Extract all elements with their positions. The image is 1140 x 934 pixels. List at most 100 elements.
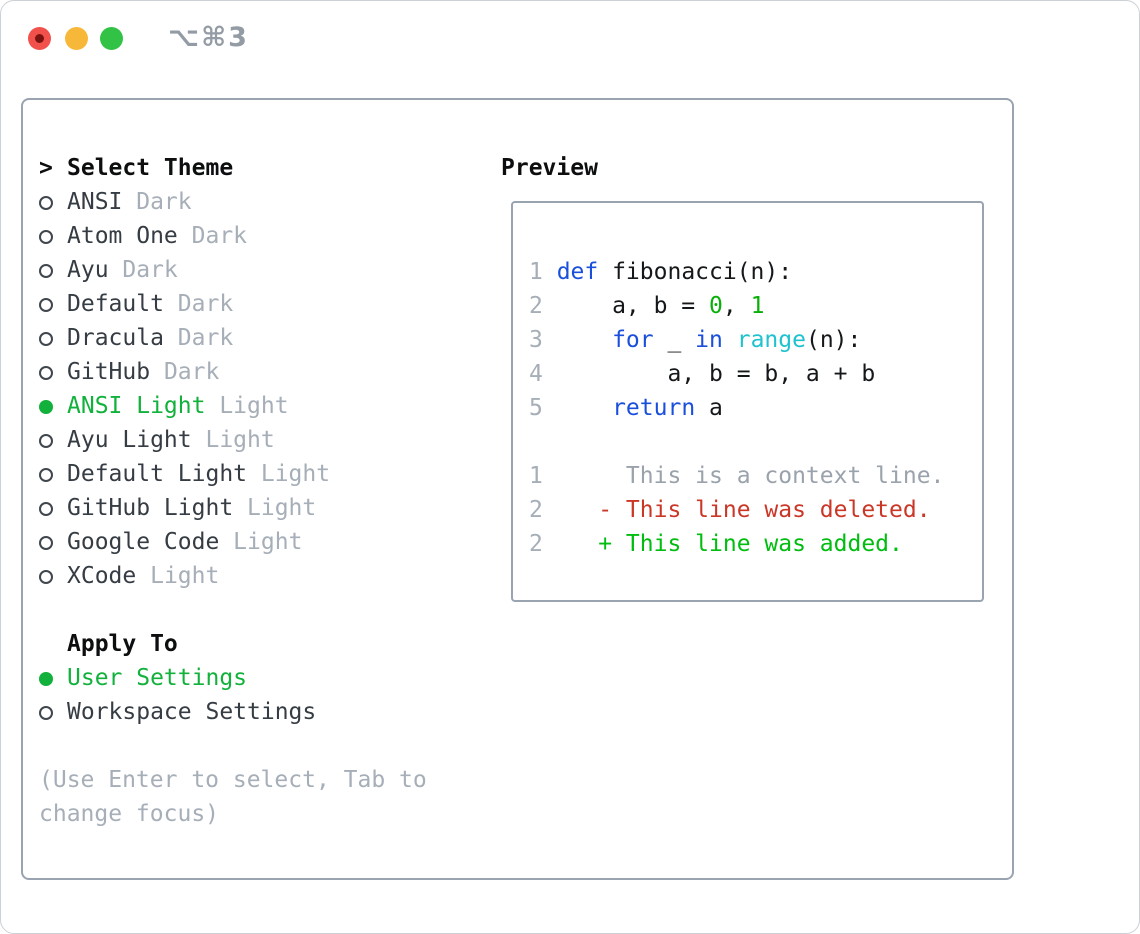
apply-option-user-settings[interactable]: User Settings [39, 661, 479, 695]
theme-variant-label: Light [247, 461, 331, 487]
theme-variant-label: Light [219, 529, 303, 555]
spacer [39, 593, 479, 627]
theme-option-default[interactable]: Default Dark [39, 287, 479, 321]
option-label: Workspace Settings [67, 699, 317, 725]
theme-option-ayu-light[interactable]: Ayu Light Light [39, 423, 479, 457]
theme-option-dracula[interactable]: Dracula Dark [39, 321, 479, 355]
radio-icon [39, 570, 53, 584]
marker-column [39, 525, 67, 559]
option-label: GitHub [67, 359, 151, 385]
marker-column [39, 559, 67, 593]
option-label: Ayu [67, 257, 109, 283]
option-label: Default Light [67, 461, 248, 487]
option-label: User Settings [67, 665, 248, 691]
theme-option-default-light[interactable]: Default Light Light [39, 457, 479, 491]
keyboard-shortcut-label: ⌥⌘3 [168, 22, 249, 53]
theme-variant-label: Dark [150, 359, 220, 385]
apply-option-workspace-settings[interactable]: Workspace Settings [39, 695, 479, 729]
radio-selected-icon [39, 672, 53, 686]
radio-icon [39, 298, 53, 312]
code-token-fn: range [736, 327, 806, 353]
code-line: 2 a, b = 0, 1 [529, 289, 982, 323]
line-number: 4 [529, 361, 543, 387]
radio-icon [39, 434, 53, 448]
option-label: XCode [67, 563, 137, 589]
code-token-add: + This line was added. [556, 531, 903, 557]
code-line: 2 - This line was deleted. [529, 493, 982, 527]
code-token-fg: _ [653, 327, 696, 353]
option-label: Atom One [67, 223, 178, 249]
line-number: 2 [529, 531, 543, 557]
radio-icon [39, 502, 53, 516]
theme-option-github-light[interactable]: GitHub Light Light [39, 491, 479, 525]
apply-to-header: Apply To [39, 627, 479, 661]
radio-icon [39, 196, 53, 210]
preview-title: Preview [501, 155, 598, 181]
radio-icon [39, 366, 53, 380]
apply-to-title: Apply To [67, 631, 178, 657]
theme-variant-label: Dark [122, 189, 192, 215]
theme-variant-label: Light [205, 393, 289, 419]
theme-variant-label: Dark [177, 223, 248, 249]
code-token-fg: a, b = b, a + b [556, 361, 876, 387]
code-token-fg: fibonacci(n): [598, 259, 793, 285]
theme-option-ansi[interactable]: ANSI Dark [39, 185, 479, 219]
line-number: 5 [529, 395, 543, 421]
code-token-kw: for [612, 327, 654, 353]
close-button[interactable] [28, 27, 51, 50]
option-label: Dracula [67, 325, 164, 351]
marker-column [39, 253, 67, 287]
radio-selected-icon [39, 400, 53, 414]
zoom-button[interactable] [100, 27, 123, 50]
theme-variant-label: Dark [163, 325, 234, 351]
code-token-fg: a [695, 395, 723, 421]
marker-column [39, 355, 67, 389]
code-token-fg [723, 327, 737, 353]
marker-column [39, 423, 67, 457]
spacer [39, 729, 479, 763]
marker-column [39, 287, 67, 321]
minimize-button[interactable] [65, 27, 88, 50]
option-label: ANSI [67, 189, 123, 215]
code-token-fg: (n): [805, 327, 862, 353]
line-number: 1 [529, 463, 543, 489]
theme-option-github[interactable]: GitHub Dark [39, 355, 479, 389]
option-label: GitHub Light [67, 495, 234, 521]
marker-column [39, 457, 67, 491]
option-label: Ayu Light [67, 427, 192, 453]
marker-column [39, 321, 67, 355]
theme-variant-label: Light [233, 495, 317, 521]
theme-option-ayu[interactable]: Ayu Dark [39, 253, 479, 287]
theme-option-ansi-light[interactable]: ANSI Light Light [39, 389, 479, 423]
option-label: Google Code [67, 529, 220, 555]
code-line: 5 return a [529, 391, 982, 425]
marker-column [39, 661, 67, 695]
theme-option-google-code[interactable]: Google Code Light [39, 525, 479, 559]
marker-column [39, 219, 67, 253]
theme-option-xcode[interactable]: XCode Light [39, 559, 479, 593]
code-token-num: 0 [709, 293, 723, 319]
theme-variant-label: Light [191, 427, 275, 453]
help-hint: (Use Enter to select, Tab to change focu… [39, 767, 427, 827]
code-token-num: 1 [750, 293, 765, 319]
radio-icon [39, 264, 53, 278]
code-line: 1 This is a context line. [529, 459, 982, 493]
theme-option-atom-one[interactable]: Atom One Dark [39, 219, 479, 253]
line-number: 3 [529, 327, 543, 353]
code-token-kw: def [556, 259, 599, 285]
option-label: ANSI Light [67, 393, 206, 419]
theme-variant-label: Dark [108, 257, 178, 283]
marker-column [39, 491, 67, 525]
option-label: Default [67, 291, 164, 317]
theme-variant-label: Light [136, 563, 220, 589]
code-line: 3 for _ in range(n): [529, 323, 982, 357]
close-icon [35, 34, 44, 43]
select-theme-header: >Select Theme [39, 151, 479, 185]
